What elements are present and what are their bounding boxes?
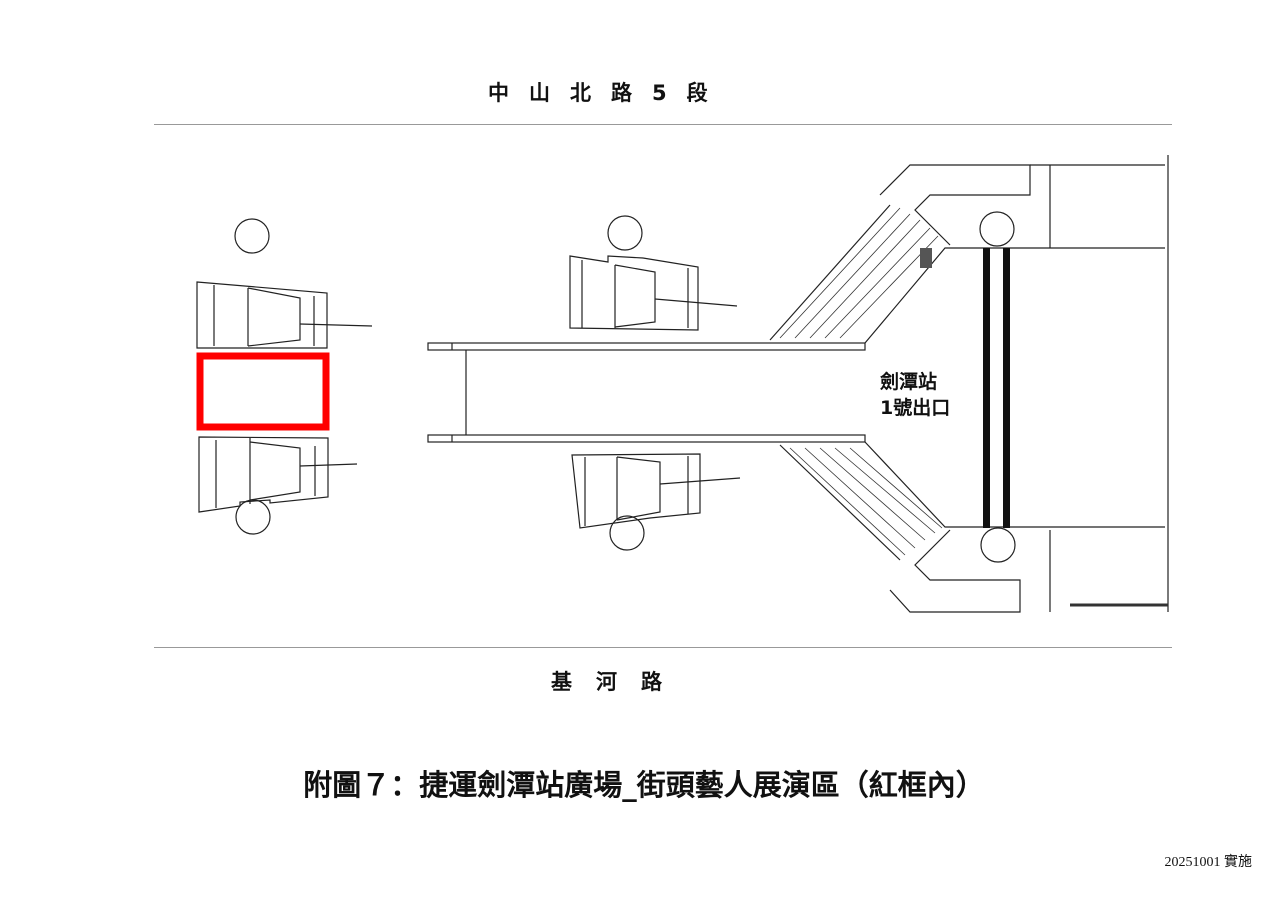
figure-caption: 附圖７：捷運劍潭站廣場_街頭藝人展演區（紅框內） xyxy=(303,768,985,802)
effective-date: 20251001 實施 xyxy=(1164,855,1253,870)
performance-area-highlight xyxy=(196,352,330,431)
station-name: 劍潭站 xyxy=(879,370,937,393)
bench-lower-middle xyxy=(571,453,741,551)
station-exit-1: 劍潭站 1號出口 xyxy=(769,155,1169,613)
bench-lower-left xyxy=(198,436,358,535)
bench-upper-middle xyxy=(569,215,738,331)
bottom-road-line xyxy=(154,647,1172,648)
walkway xyxy=(427,342,866,443)
exit-number: 1號出口 xyxy=(880,396,950,419)
top-road-label: 中山北路5段 xyxy=(488,81,728,105)
bench-upper-left xyxy=(196,218,373,349)
top-road-line xyxy=(154,124,1172,125)
bottom-road-label: 基河路 xyxy=(551,670,686,694)
